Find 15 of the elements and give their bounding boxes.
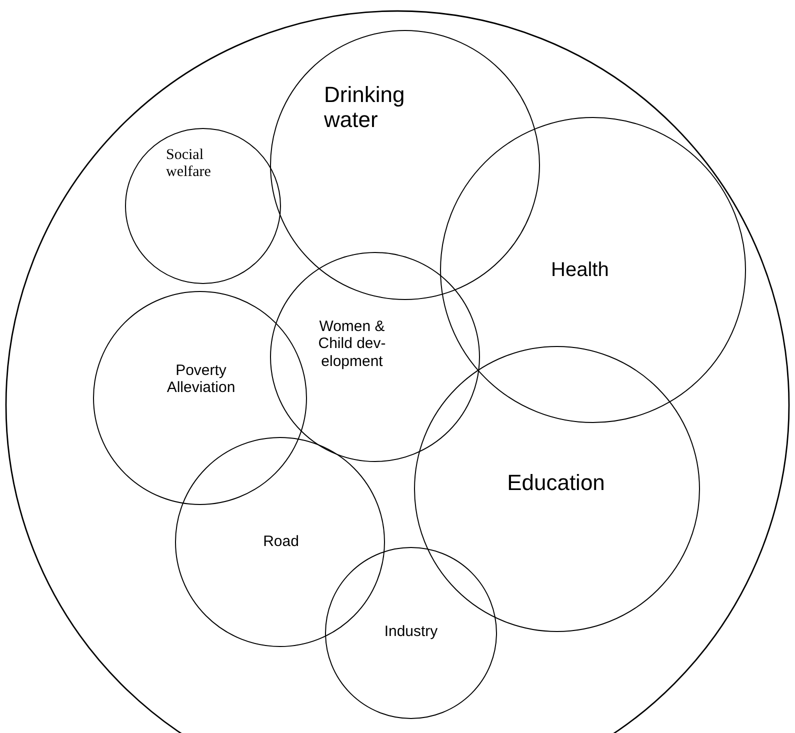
circle-label: Drinking water (324, 82, 406, 133)
circle-label: Education (506, 470, 606, 496)
topic-circle (440, 117, 746, 423)
topic-circle (93, 291, 307, 505)
topic-circle (270, 30, 540, 300)
circle-label: Health (551, 259, 610, 282)
topic-circle (125, 128, 281, 284)
topic-circle (325, 547, 497, 719)
circle-label: Road (262, 533, 300, 550)
circle-label: Industry (383, 623, 439, 640)
circle-label: Social welfare (166, 147, 212, 182)
circle-label: Poverty Alleviation (166, 362, 236, 396)
circle-label: Women & Child dev- elopment (317, 318, 387, 370)
topic-circle (270, 252, 480, 462)
topic-circle (175, 437, 385, 647)
